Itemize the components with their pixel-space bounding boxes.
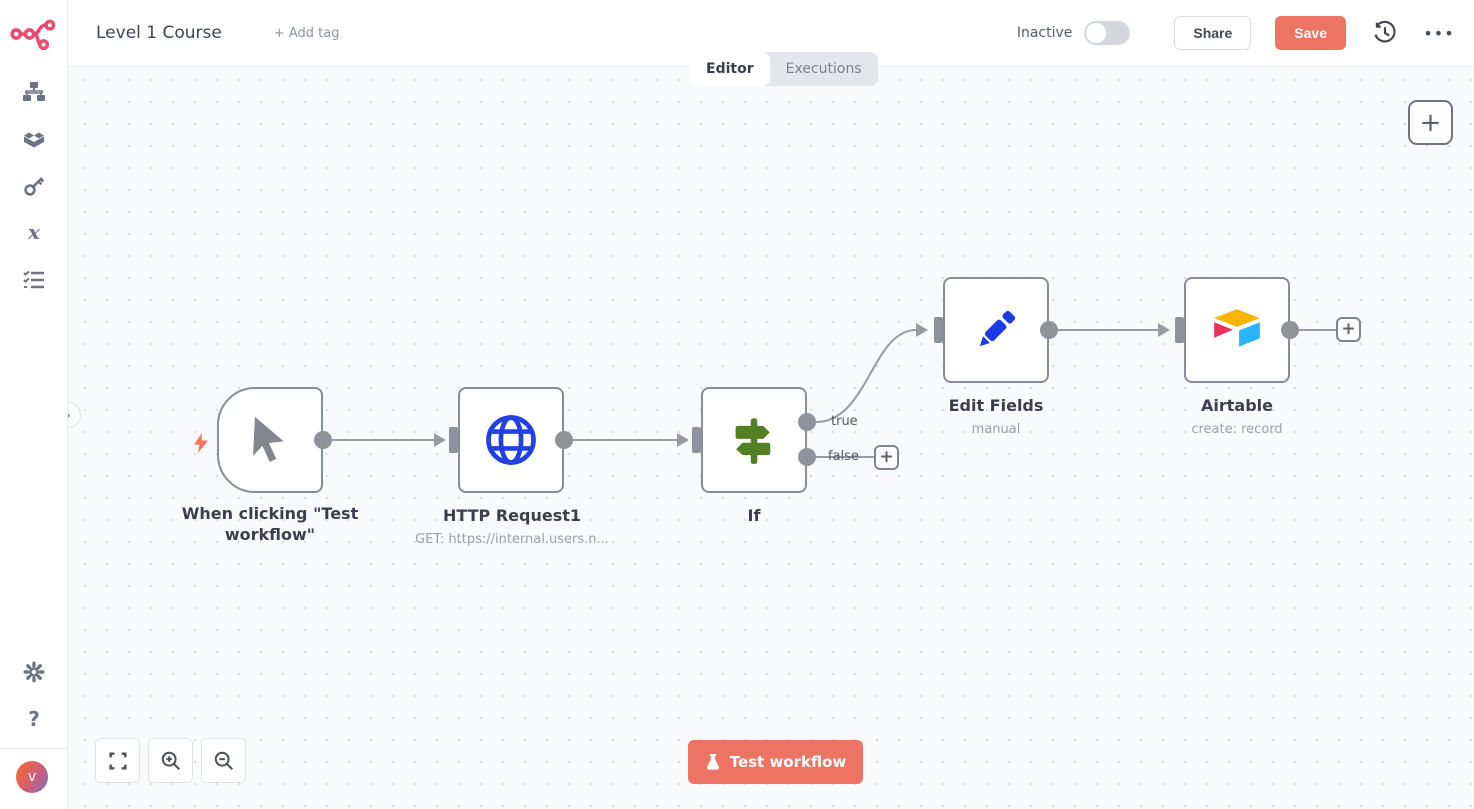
node-label: Airtable create: record	[1117, 395, 1357, 440]
node-label: When clicking "Test workflow"	[181, 504, 359, 544]
output-port[interactable]	[555, 431, 573, 449]
output-port-true[interactable]	[798, 413, 816, 431]
sitemap-icon	[23, 82, 45, 101]
question-icon: ?	[28, 707, 40, 731]
plus-icon: +	[1419, 107, 1442, 138]
n8n-logo-icon[interactable]	[10, 16, 56, 52]
port-label-true: true	[831, 414, 858, 429]
active-toggle[interactable]	[1084, 21, 1131, 45]
node-subtitle: create: record	[1191, 422, 1283, 437]
cursor-icon	[253, 416, 284, 462]
box-icon	[24, 132, 44, 148]
zoom-in-button[interactable]	[148, 738, 193, 783]
plus-icon: +	[879, 447, 894, 467]
fit-view-icon	[108, 751, 127, 770]
save-button[interactable]: Save	[1275, 16, 1346, 50]
history-icon[interactable]	[1372, 20, 1398, 46]
lightning-icon	[194, 433, 208, 453]
workflow-canvas[interactable]: › + When clicking "Test workflow"	[55, 67, 1474, 809]
sidebar-item-workflows[interactable]	[20, 78, 48, 106]
input-port	[692, 427, 701, 453]
output-port-false[interactable]	[798, 448, 816, 466]
sidebar-item-help[interactable]: ?	[20, 705, 48, 733]
view-tabbar: Editor Executions	[690, 52, 878, 86]
sidebar: x ? v	[0, 0, 68, 809]
node-title: Airtable	[1201, 396, 1273, 415]
node-subtitle: manual	[971, 422, 1021, 437]
toggle-knob	[1086, 23, 1107, 43]
node-title: Edit Fields	[948, 396, 1044, 415]
output-port[interactable]	[314, 431, 332, 449]
avatar[interactable]: v	[16, 761, 48, 793]
node-title: HTTP Request1	[442, 506, 582, 525]
node-label: Edit Fields manual	[876, 395, 1116, 440]
svg-text:x: x	[27, 221, 41, 244]
node-airtable[interactable]	[1184, 277, 1290, 383]
node-manual-trigger[interactable]	[194, 387, 323, 493]
input-port	[1175, 317, 1184, 343]
zoom-in-icon	[161, 751, 180, 770]
test-workflow-label: Test workflow	[729, 753, 847, 771]
add-node-button[interactable]: +	[1408, 100, 1453, 145]
node-edit-fields[interactable]	[943, 277, 1049, 383]
node-label: HTTP Request1 GET: https://internal.user…	[392, 505, 632, 550]
zoom-to-fit-button[interactable]	[95, 738, 140, 783]
node-label: If	[747, 506, 761, 525]
plus-icon: +	[1341, 319, 1356, 339]
sidebar-item-credentials[interactable]	[20, 172, 48, 200]
signpost-icon	[735, 418, 771, 464]
port-label-false: false	[828, 449, 859, 464]
tab-executions[interactable]: Executions	[785, 61, 862, 77]
input-port	[934, 317, 943, 343]
node-subtitle: GET: https://internal.users.n...	[415, 532, 609, 547]
chevron-right-icon: ›	[65, 406, 71, 424]
add-node-from-false-button[interactable]: +	[874, 445, 899, 470]
more-menu-icon[interactable]: •••	[1423, 23, 1455, 43]
key-icon	[24, 177, 45, 196]
avatar-letter: v	[27, 769, 37, 785]
zoom-out-button[interactable]	[201, 738, 246, 783]
sidebar-divider	[0, 748, 67, 749]
workflow-title[interactable]: Level 1 Course	[96, 23, 222, 43]
test-workflow-button[interactable]: Test workflow	[688, 740, 863, 784]
zoom-out-icon	[214, 751, 233, 770]
input-port	[449, 427, 458, 453]
share-button[interactable]: Share	[1174, 16, 1252, 50]
pencil-icon	[979, 310, 1016, 347]
sidebar-item-variables[interactable]: x	[20, 219, 48, 247]
globe-icon	[486, 415, 536, 465]
output-port[interactable]	[1281, 321, 1299, 339]
tab-editor[interactable]: Editor	[690, 52, 770, 86]
sidebar-item-templates[interactable]	[20, 125, 48, 153]
output-port[interactable]	[1040, 321, 1058, 339]
add-tag-button[interactable]: + Add tag	[273, 25, 340, 41]
gear-icon	[23, 661, 45, 683]
flask-icon	[706, 754, 719, 770]
add-node-after-airtable-button[interactable]: +	[1336, 317, 1361, 342]
node-http-request[interactable]	[458, 387, 564, 493]
variable-x-icon: x	[27, 221, 41, 244]
active-status-label: Inactive	[1016, 25, 1073, 41]
node-if[interactable]	[701, 387, 807, 493]
airtable-icon	[1214, 309, 1260, 347]
sidebar-item-settings[interactable]	[20, 658, 48, 686]
list-check-icon	[23, 270, 44, 289]
sidebar-item-executions[interactable]	[20, 266, 48, 294]
